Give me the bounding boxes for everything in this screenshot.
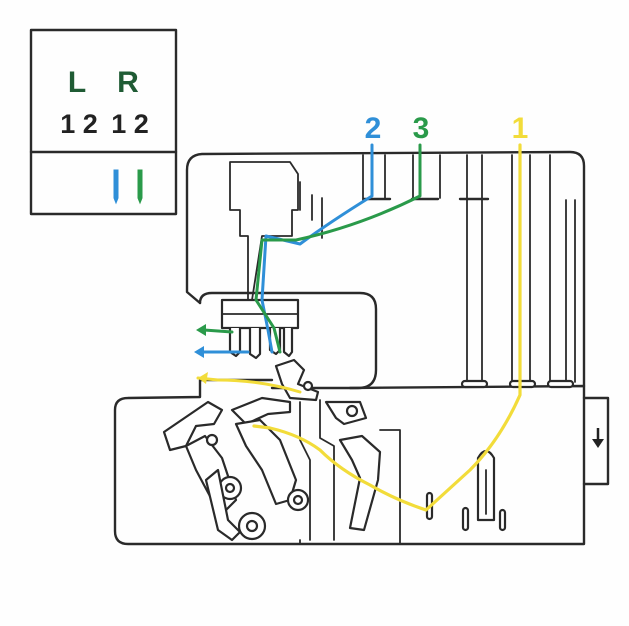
upper-housing bbox=[185, 150, 586, 388]
needle-arm-cover bbox=[198, 291, 378, 390]
thread-path-2 bbox=[194, 143, 374, 358]
legend-left-label: L bbox=[68, 66, 86, 99]
lower-guides bbox=[425, 449, 507, 532]
legend-right-digits: 1 2 bbox=[111, 109, 149, 139]
needle-legend: L R 1 2 1 2 bbox=[29, 28, 178, 216]
arrow-down-icon bbox=[592, 439, 604, 448]
legend-right-label: R bbox=[117, 66, 139, 99]
lower-knife bbox=[338, 434, 382, 532]
thread-guides bbox=[362, 154, 576, 389]
lower-looper bbox=[162, 400, 224, 452]
thread-path-1 bbox=[196, 143, 522, 512]
machine-body bbox=[113, 150, 610, 546]
side-tab bbox=[582, 396, 610, 486]
looper-mechanism bbox=[162, 358, 401, 545]
upper-knife bbox=[274, 358, 320, 402]
thread-number-3: 3 bbox=[413, 112, 430, 145]
thread-path-3 bbox=[196, 143, 422, 354]
needle-icon bbox=[113, 169, 143, 205]
legend-frame bbox=[29, 28, 178, 216]
thread-number-2: 2 bbox=[365, 112, 382, 145]
legend-left-digits: 1 2 bbox=[60, 109, 98, 139]
thread-number-1: 1 bbox=[512, 112, 529, 145]
